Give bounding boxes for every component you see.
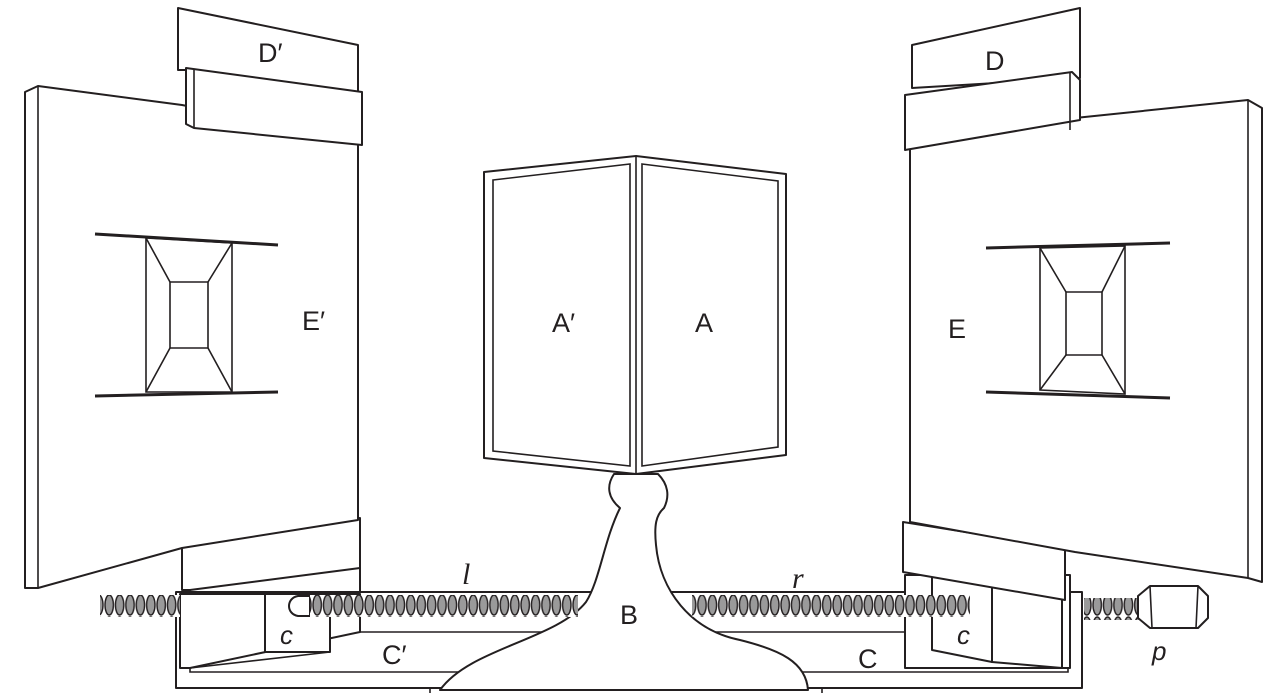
knob [1137, 585, 1209, 629]
mirror-box [483, 155, 787, 475]
label-c-base: C [858, 644, 878, 674]
label-d: D [985, 46, 1005, 76]
label-l: l [462, 558, 470, 591]
left-screw [100, 595, 578, 617]
label-a: A [695, 308, 713, 338]
right-picture-plate [904, 7, 1263, 583]
left-carriage [179, 517, 560, 669]
label-r: r [792, 562, 804, 595]
label-b: B [620, 600, 638, 630]
label-d-prime: D′ [258, 38, 283, 68]
right-screw [692, 595, 1142, 620]
right-carriage [700, 521, 1071, 669]
label-e: E [948, 314, 966, 344]
label-c-right: c [957, 620, 970, 650]
label-a-prime: A′ [552, 308, 575, 338]
label-c-left: c [280, 620, 293, 650]
left-picture-plate [24, 7, 363, 589]
label-c-prime: C′ [382, 640, 407, 670]
stand [439, 473, 809, 691]
label-p: p [1151, 636, 1166, 666]
label-e-prime: E′ [302, 306, 325, 336]
